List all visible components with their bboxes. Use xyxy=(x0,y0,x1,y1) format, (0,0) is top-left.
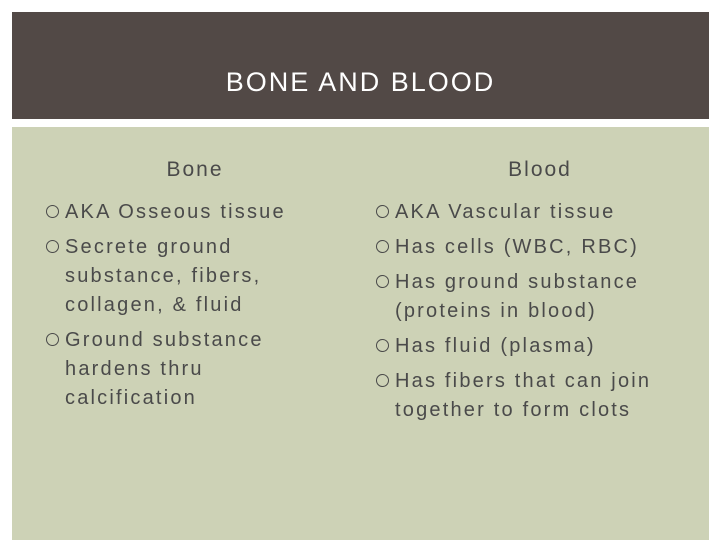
list-item: Has cells (WBC, RBC) xyxy=(375,233,715,262)
hollow-circle-icon xyxy=(376,374,389,387)
bullet-text: AKA Osseous tissue xyxy=(65,201,286,223)
list-item: Secrete ground substance, fibers, collag… xyxy=(45,233,315,320)
bullet-text: Has ground substance (proteins in blood) xyxy=(395,271,640,322)
bullet-text: Ground substance hardens thru calcificat… xyxy=(65,329,264,409)
hollow-circle-icon xyxy=(376,240,389,253)
bullet-text: AKA Vascular tissue xyxy=(395,201,616,223)
bullet-text: Has fluid (plasma) xyxy=(395,335,596,357)
hollow-circle-icon xyxy=(46,205,59,218)
bullet-text: Has cells (WBC, RBC) xyxy=(395,236,640,258)
list-item: AKA Osseous tissue xyxy=(45,198,345,227)
hollow-circle-icon xyxy=(376,275,389,288)
bone-bullet-list: AKA Osseous tissue Secrete ground substa… xyxy=(45,198,345,419)
list-item: AKA Vascular tissue xyxy=(375,198,715,227)
bullet-text: Secrete ground substance, fibers, collag… xyxy=(65,236,262,316)
bone-column-header: Bone xyxy=(166,158,224,181)
list-item: Has fluid (plasma) xyxy=(375,332,715,361)
hollow-circle-icon xyxy=(46,240,59,253)
blood-bullet-list: AKA Vascular tissue Has cells (WBC, RBC)… xyxy=(375,198,715,431)
content-panel: Bone AKA Osseous tissue Secrete ground s… xyxy=(12,127,709,540)
list-item: Has ground substance (proteins in blood) xyxy=(375,268,715,326)
blood-column-header: Blood xyxy=(508,158,572,181)
hollow-circle-icon xyxy=(376,339,389,352)
hollow-circle-icon xyxy=(376,205,389,218)
title-band: BONE AND BLOOD xyxy=(12,12,709,119)
bullet-text: Has fibers that can join together to for… xyxy=(395,370,652,421)
list-item: Has fibers that can join together to for… xyxy=(375,367,715,425)
slide-title: BONE AND BLOOD xyxy=(225,67,496,97)
list-item: Ground substance hardens thru calcificat… xyxy=(45,326,335,413)
hollow-circle-icon xyxy=(46,333,59,346)
